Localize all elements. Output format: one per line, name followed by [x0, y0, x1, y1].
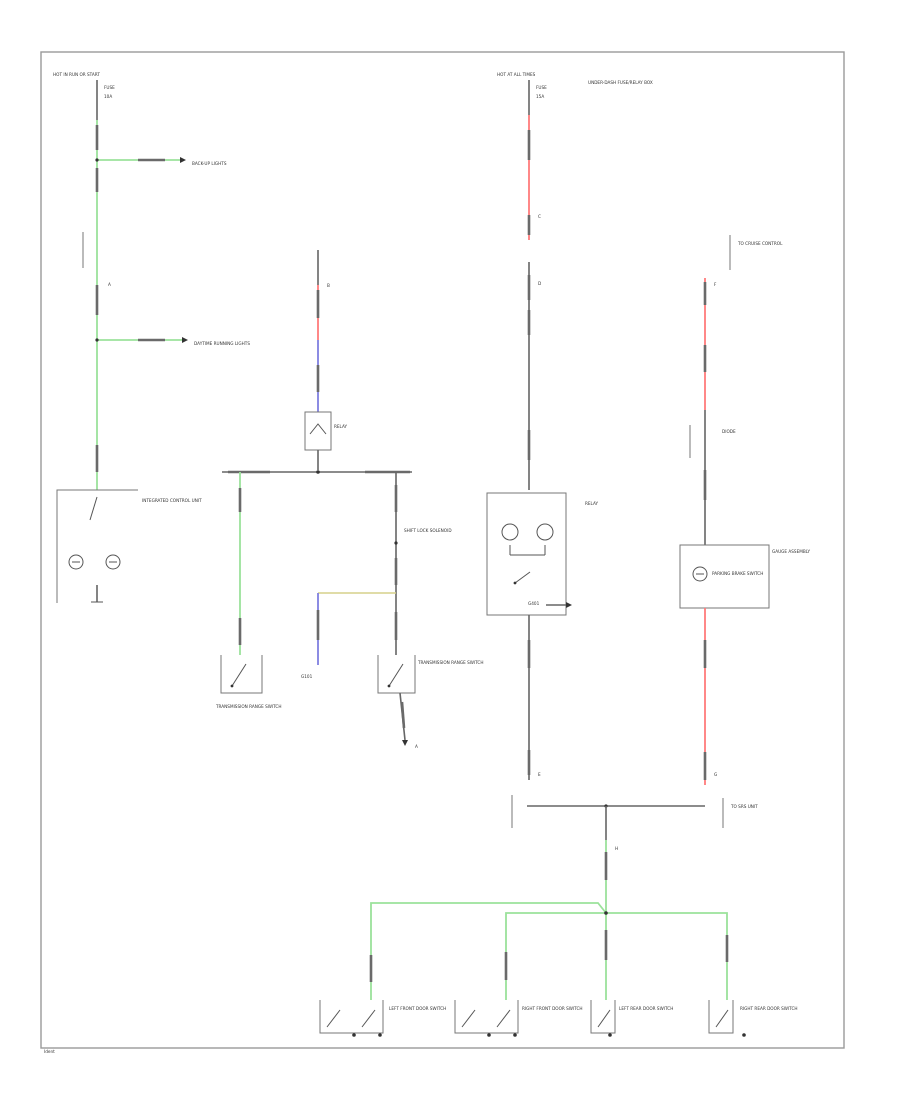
label-hot-run-start: HOT IN RUN OR START: [53, 72, 100, 77]
label-hot-all-times: HOT AT ALL TIMES: [497, 72, 536, 77]
label-right-gauge-note: PARKING BRAKE SWITCH: [712, 571, 763, 576]
right-center-circuit: HOT AT ALL TIMES FUSE 15A UNDER-DASH FUS…: [486, 72, 705, 828]
label-fuse-left-amp: 10A: [104, 94, 112, 99]
pin-left-a: A: [108, 282, 111, 287]
label-right-bottom-note: TO SRS UNIT: [730, 804, 758, 809]
label-bottom-sw-4: RIGHT REAR DOOR SWITCH: [740, 1006, 798, 1011]
label-right-relay-ground: G401: [528, 601, 540, 606]
label-left-junction-2: DAYTIME RUNNING LIGHTS: [194, 341, 250, 346]
pin-rc-e: E: [538, 772, 541, 777]
right-circuit: TO CRUISE CONTROL F DIODE PARKING BRAKE …: [679, 235, 810, 828]
label-fuse-right-amp: 15A: [536, 94, 544, 99]
door-switch-1: LEFT FRONT DOOR SWITCH: [319, 1000, 446, 1037]
label-center-relay: RELAY: [334, 424, 348, 429]
center-relay-box: [304, 411, 332, 451]
label-center-splice: SHIFT LOCK SOLENOID: [404, 528, 452, 533]
door-switch-circuit: H LEFT FRONT DOOR SWITCH RIGHT FRONT DOO…: [319, 806, 798, 1037]
pin-rc-d: D: [538, 281, 541, 286]
label-ignition-box: INTEGRATED CONTROL UNIT: [142, 498, 202, 503]
door-switch-4: RIGHT REAR DOOR SWITCH: [708, 1000, 798, 1037]
label-center-pin-a: A: [415, 744, 418, 749]
pin-center-b: B: [327, 283, 330, 288]
diagram-frame: [40, 51, 845, 1049]
label-right-mid-note: DIODE: [722, 429, 736, 434]
label-bottom-sw-2: RIGHT FRONT DOOR SWITCH: [522, 1006, 583, 1011]
right-relay-box: [486, 492, 567, 616]
center-circuit: B RELAY TRANSMISSION RANGE SWITCH SHIFT …: [215, 250, 484, 749]
door-switch-3: LEFT REAR DOOR SWITCH: [590, 1000, 673, 1037]
door-switch-2: RIGHT FRONT DOOR SWITCH: [454, 1000, 583, 1037]
pin-rc-c: C: [538, 214, 541, 219]
label-center-box-right: TRANSMISSION RANGE SWITCH: [417, 660, 484, 665]
label-right-top-note: TO CRUISE CONTROL: [737, 241, 783, 246]
pin-r-f: F: [714, 282, 717, 287]
right-gauge-box: [679, 544, 770, 609]
pin-r-g: G: [714, 772, 717, 777]
label-fuse-right: FUSE: [536, 85, 547, 90]
label-left-junction-1: BACK-UP LIGHTS: [192, 161, 227, 166]
watermark-label: Ident: [44, 1049, 55, 1054]
label-bottom-sw-1: LEFT FRONT DOOR SWITCH: [389, 1006, 446, 1011]
pin-b-h: H: [615, 846, 618, 851]
label-right-gauge-box: GAUGE ASSEMBLY: [772, 549, 810, 554]
left-circuit: HOT IN RUN OR START FUSE 10A BACK-UP LIG…: [53, 72, 250, 603]
label-center-ground: G101: [301, 674, 313, 679]
label-bottom-sw-3: LEFT REAR DOOR SWITCH: [619, 1006, 673, 1011]
label-fuse-box-note: UNDER-DASH FUSE/RELAY BOX: [588, 80, 653, 85]
label-right-relay-box: RELAY: [585, 501, 599, 506]
label-center-box-left: TRANSMISSION RANGE SWITCH: [215, 704, 282, 709]
label-fuse-left: FUSE: [104, 85, 115, 90]
